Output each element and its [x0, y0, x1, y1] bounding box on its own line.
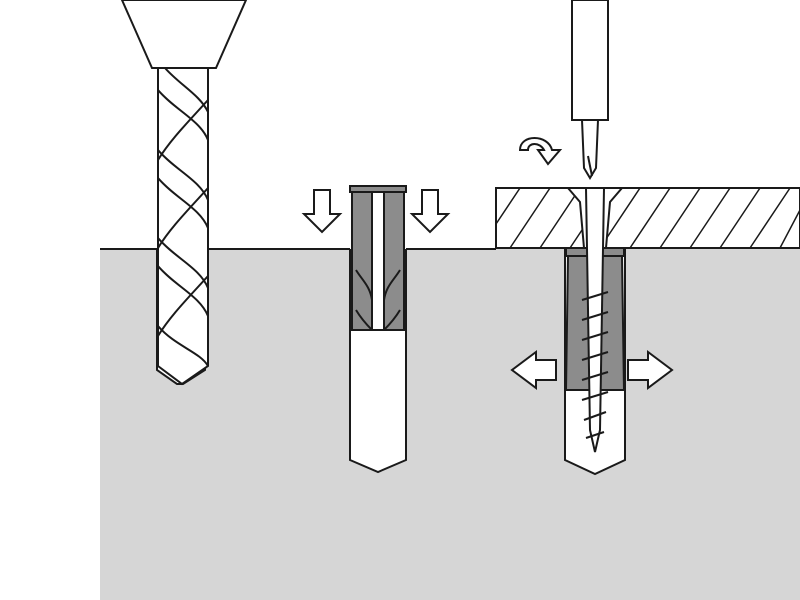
drill-bit [157, 67, 209, 386]
wall-plug [349, 185, 407, 331]
screwdriver [571, 0, 609, 180]
left-arrow-icon [510, 350, 557, 390]
drill-step [120, 0, 248, 386]
screw-step [495, 0, 800, 453]
insert-step [301, 185, 451, 331]
down-arrow-icon [301, 189, 343, 234]
board [495, 187, 800, 249]
screw [581, 187, 609, 453]
right-arrow-icon [627, 350, 674, 390]
down-arrow-icon [409, 189, 451, 234]
drill-chuck-icon [120, 0, 248, 69]
rotate-arrow-icon [518, 137, 563, 166]
